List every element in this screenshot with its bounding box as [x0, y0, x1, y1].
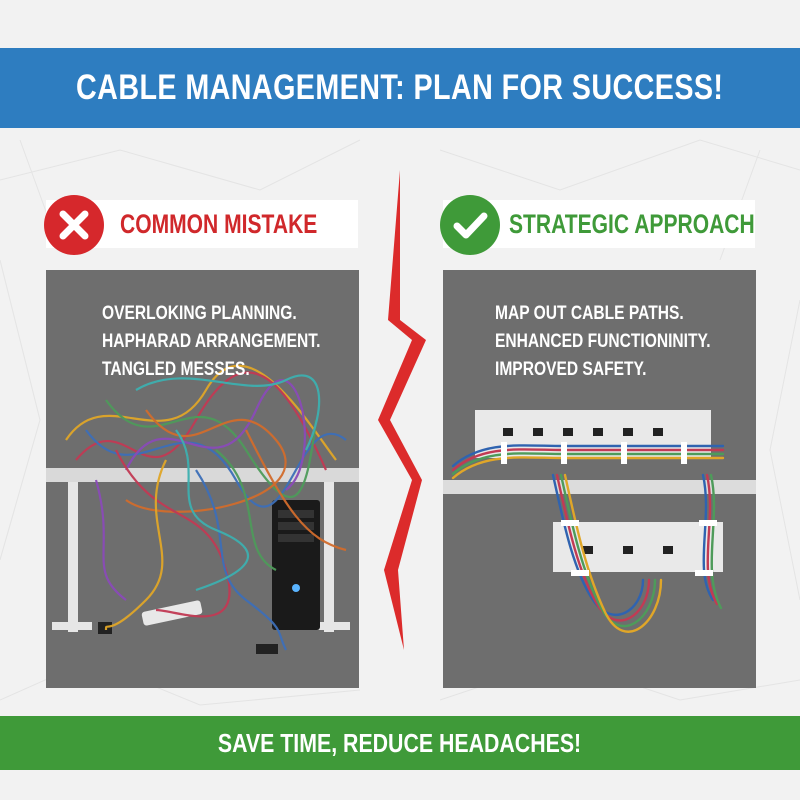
organized-cables-illustration [443, 410, 756, 633]
mistake-list: OVERLOKING PLANNING. HAPHARAD ARRANGEMEN… [46, 300, 359, 384]
approach-item: MAP OUT CABLE PATHS. [495, 303, 684, 324]
footer-banner: SAVE TIME, REDUCE HEADACHES! [0, 716, 800, 770]
lightning-divider-icon [378, 170, 426, 650]
footer-text: SAVE TIME, REDUCE HEADACHES! [218, 727, 582, 758]
page-title: CABLE MANAGEMENT: PLAN FOR SUCCESS! [76, 68, 724, 107]
x-mark-icon [44, 195, 104, 255]
approach-item: ENHANCED FUNCTIONINITY. [495, 331, 711, 352]
title-banner: CABLE MANAGEMENT: PLAN FOR SUCCESS! [0, 48, 800, 128]
pc-tower-icon [272, 500, 320, 630]
mistake-item: OVERLOKING PLANNING. [102, 303, 297, 324]
tangled-cables-illustration [46, 364, 359, 654]
mistake-item: HAPHARAD ARRANGEMENT. [102, 331, 321, 352]
common-mistake-panel: OVERLOKING PLANNING. HAPHARAD ARRANGEMEN… [46, 270, 359, 688]
mistake-item: TANGLED MESSES. [102, 359, 250, 380]
strategic-approach-title: STRATEGIC APPROACH [509, 208, 755, 239]
approach-item: IMPROVED SAFETY. [495, 359, 647, 380]
common-mistake-title: COMMON MISTAKE [120, 208, 318, 239]
strategic-approach-panel: MAP OUT CABLE PATHS. ENHANCED FUNCTIONIN… [443, 270, 756, 688]
approach-list: MAP OUT CABLE PATHS. ENHANCED FUNCTIONIN… [443, 300, 756, 384]
check-mark-icon [440, 195, 500, 255]
